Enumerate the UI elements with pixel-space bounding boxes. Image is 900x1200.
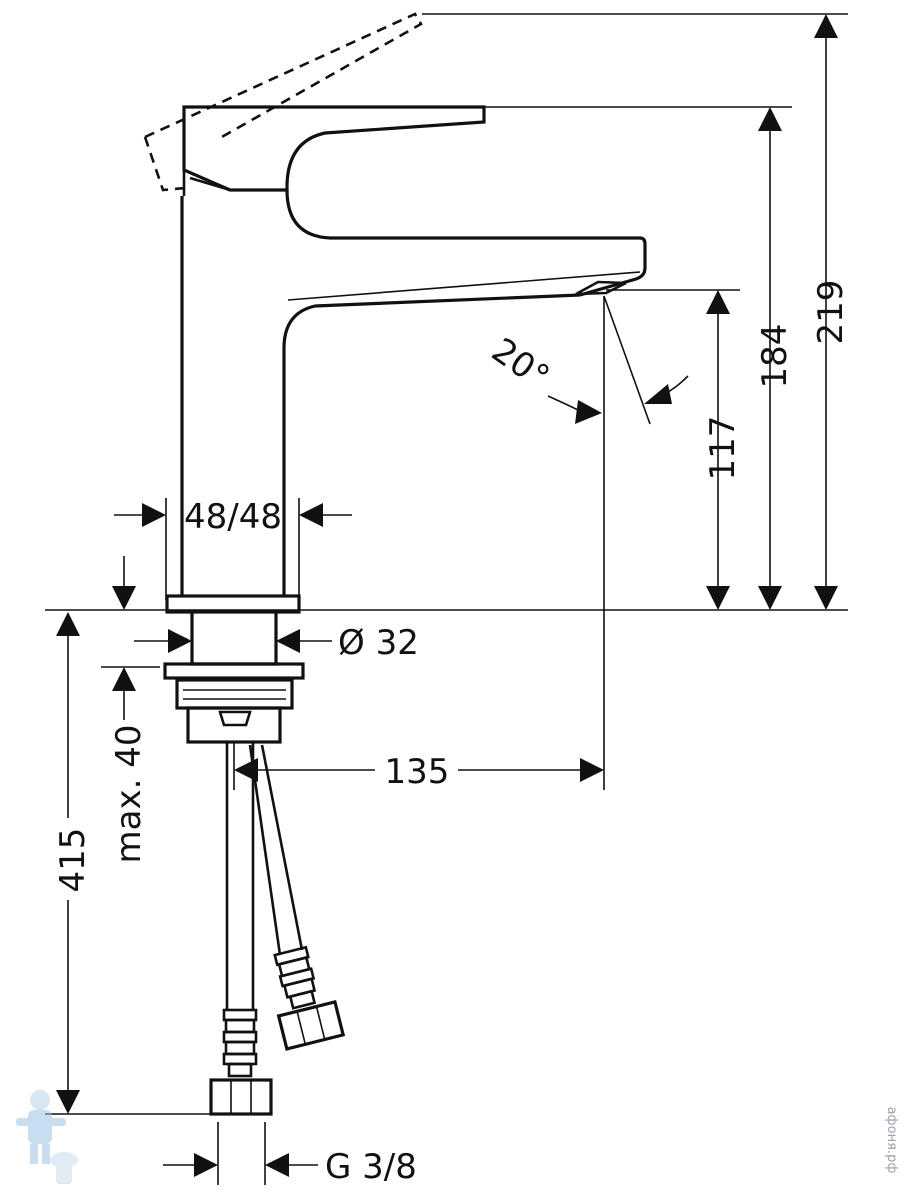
dim-spout-height: 117 [703,416,743,481]
supply-hoses [209,742,346,1116]
dim-body-width: 48/48 [184,497,282,537]
dim-spout-reach: 135 [385,752,450,792]
dim-spout-angle: 20° [484,330,556,397]
dim-connection-thread: G 3/8 [325,1147,417,1187]
dim-shank-diameter: Ø 32 [338,623,419,663]
dim-max-deck: max. 40 [109,725,149,864]
faucet-lever-raised [144,12,423,140]
watermark: афоня.рф [16,1090,899,1184]
watermark-text: афоня.рф [884,1107,899,1174]
faucet-body-right [285,189,647,297]
base-plate [165,594,301,614]
dim-lever-height: 184 [755,324,795,389]
shank [190,612,278,666]
spout-aerator [575,280,627,296]
dim-hose-length: 415 [53,828,93,893]
mounting-nut [163,662,305,680]
hose-fitting-right [273,945,346,1051]
dimension-lines [45,13,848,1185]
faucet-outline [143,12,647,744]
dimension-labels: 219 184 117 48/48 Ø 32 max. 40 415 135 2… [53,280,851,1187]
hose-fitting-left [209,1008,273,1116]
faucet-lever [182,105,486,192]
dim-total-height: 219 [811,280,851,345]
plumber-mascot-logo [16,1090,78,1184]
